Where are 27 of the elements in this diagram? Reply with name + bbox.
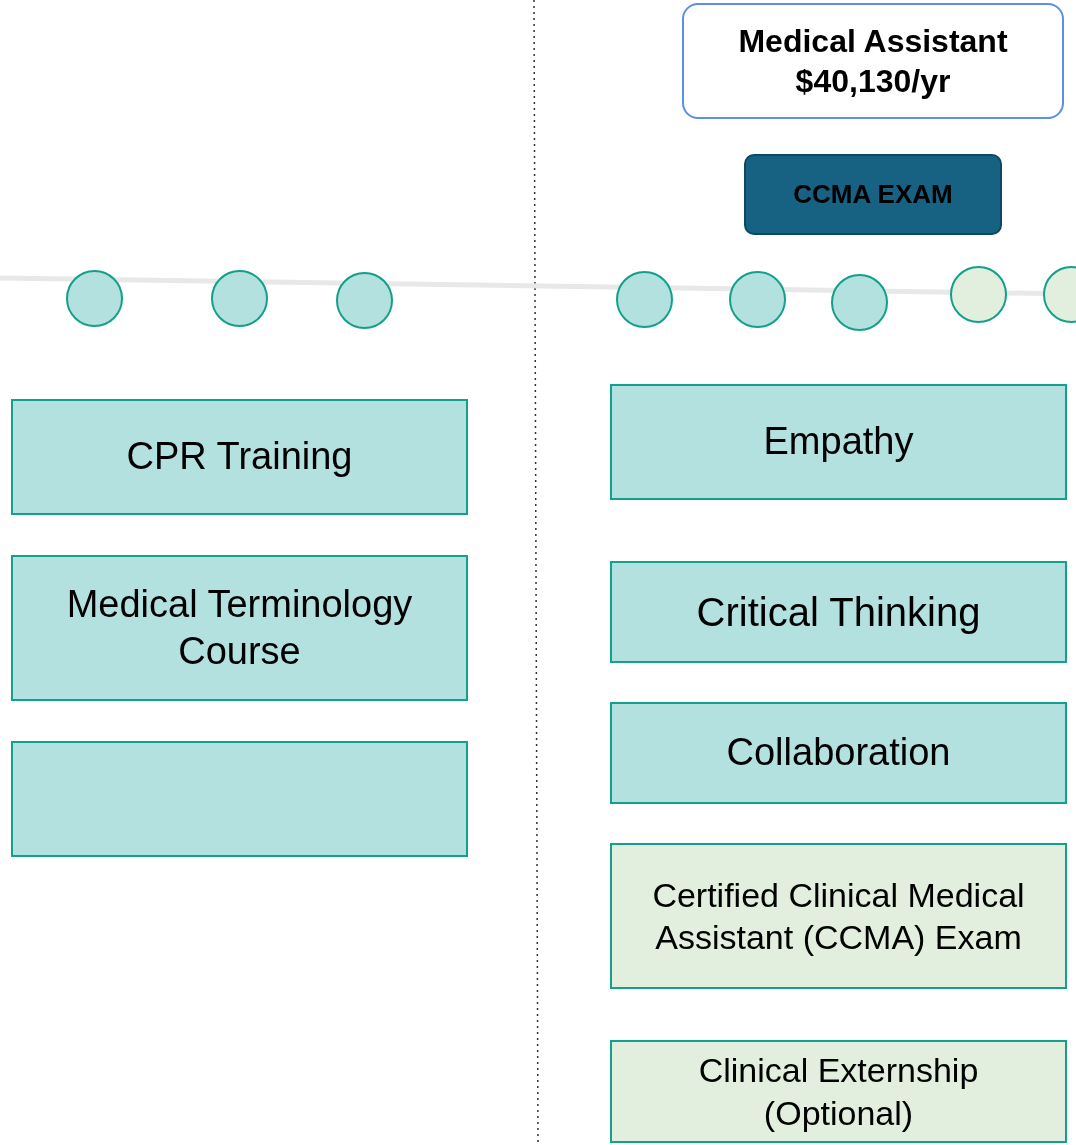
box-text: CPR Training: [126, 434, 353, 480]
timeline-marker: [616, 271, 673, 328]
timeline-marker: [950, 266, 1007, 323]
timeline-marker: [831, 274, 888, 331]
box-text: Clinical Externship (Optional): [697, 1050, 980, 1134]
timeline-marker: [211, 270, 268, 327]
box-text: Critical Thinking: [696, 589, 981, 636]
skill-box: [610, 702, 1067, 804]
box-text: CCMA EXAM: [793, 178, 953, 211]
timeline-marker: [336, 272, 393, 329]
exam-badge: [744, 154, 1002, 235]
box-text: Medical Terminology Course: [65, 581, 414, 674]
skill-box: [11, 399, 468, 515]
job-title-box: [682, 3, 1064, 119]
box-text: Empathy: [763, 419, 914, 465]
box-text: Collaboration: [726, 730, 951, 776]
skill-box: [610, 384, 1067, 500]
skill-box: [11, 555, 468, 701]
blank-box: [11, 741, 468, 857]
skill-box: [610, 561, 1067, 663]
timeline-marker: [729, 271, 786, 328]
box-text: $40,130/yr: [795, 62, 951, 101]
skill-box: [610, 843, 1067, 989]
skill-box: [610, 1040, 1067, 1143]
box-text: Certified Clinical Medical Assistant (CCMA) Exam: [651, 874, 1026, 958]
box-text: Medical Assistant: [738, 22, 1008, 61]
timeline-marker: [66, 270, 123, 327]
